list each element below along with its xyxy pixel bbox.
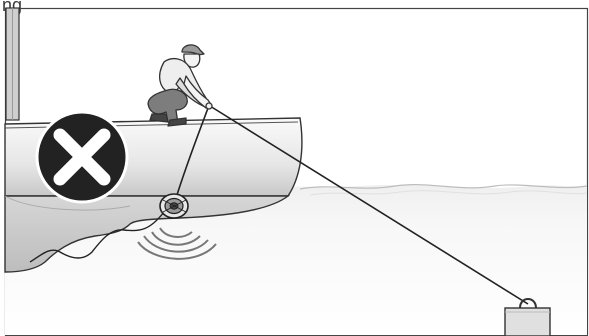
prohibited-x-icon <box>37 112 127 202</box>
person-figure <box>148 45 212 126</box>
transducer-icon <box>160 194 188 218</box>
